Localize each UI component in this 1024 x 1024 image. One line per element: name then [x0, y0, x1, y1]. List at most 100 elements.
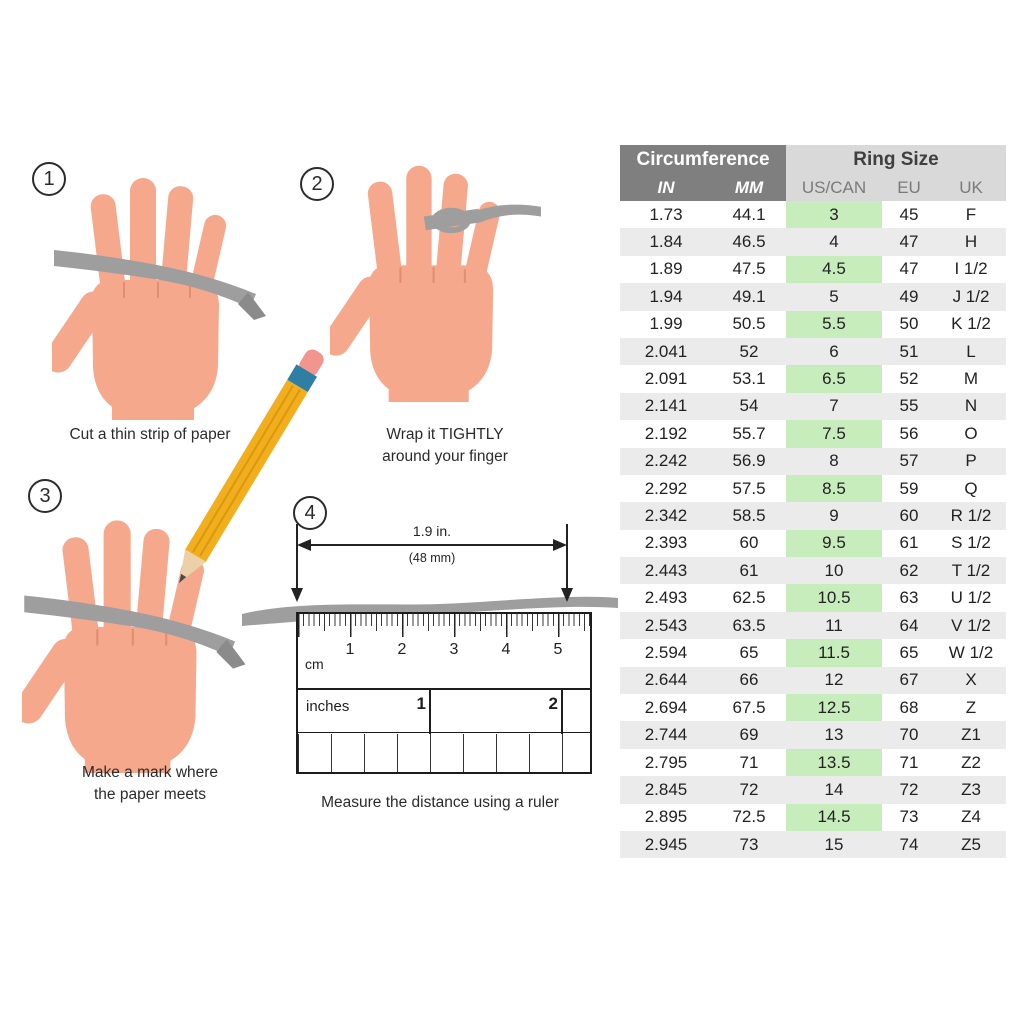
table-header: Circumference Ring Size IN MM US/CAN EU …: [620, 145, 1006, 201]
table-cell: I 1/2: [936, 255, 1006, 284]
table-cell: 63: [882, 584, 936, 612]
table-cell: 13: [786, 721, 882, 749]
table-cell: 57: [882, 447, 936, 475]
table-cell: 3: [786, 201, 882, 229]
table-cell: 1.94: [620, 283, 712, 311]
table-cell: 56: [882, 420, 936, 448]
table-cell: 7.5: [786, 420, 882, 448]
table-cell: K 1/2: [936, 310, 1006, 338]
table-cell: 74: [882, 830, 936, 859]
table-cell: 47: [882, 228, 936, 256]
table-cell: 2.443: [620, 557, 712, 585]
table-cell: 2.041: [620, 337, 712, 366]
table-cell: 46.5: [712, 228, 786, 256]
table-cell: 56.9: [712, 447, 786, 475]
ruler-inch-number: 2: [548, 694, 558, 713]
table-cell: 7: [786, 392, 882, 421]
table-cell: 1.84: [620, 228, 712, 256]
step-3-number: 3: [28, 479, 62, 513]
table-cell: 44.1: [712, 201, 786, 229]
ruler-inch-tick: [429, 688, 431, 734]
step-2-number: 2: [300, 167, 334, 201]
table-cell: 9.5: [786, 529, 882, 558]
table-cell: 5: [786, 283, 882, 311]
table-cell: O: [936, 420, 1006, 448]
paper-strip: [24, 595, 236, 657]
table-cell: 61: [882, 529, 936, 558]
table-cell: 51: [882, 337, 936, 366]
table-cell: 60: [882, 502, 936, 530]
table-cell: 60: [712, 529, 786, 558]
measurement-arrows: 1.9 in. (48 mm): [242, 523, 618, 626]
table-cell: 15: [786, 830, 882, 859]
column-header-uk: UK: [936, 174, 1006, 201]
table-cell: 52: [712, 337, 786, 366]
paper-strip-flat: [242, 596, 618, 626]
table-cell: 5.5: [786, 310, 882, 338]
table-cell: 72: [882, 776, 936, 804]
table-cell: 2.644: [620, 666, 712, 695]
ruler-cm-ticks: [298, 614, 590, 637]
table-cell: 12.5: [786, 694, 882, 722]
table-cell: 10: [786, 557, 882, 585]
table-cell: 61: [712, 557, 786, 585]
table-cell: 13.5: [786, 748, 882, 777]
table-cell: 2.694: [620, 694, 712, 722]
table-cell: 1.89: [620, 255, 712, 284]
table-cell: 8.5: [786, 474, 882, 503]
table-cell: W 1/2: [936, 639, 1006, 667]
table-cell: 54: [712, 392, 786, 421]
table-cell: N: [936, 392, 1006, 421]
ruler-cm-number: 3: [449, 641, 459, 658]
column-header-eu: EU: [882, 174, 936, 201]
table-cell: 57.5: [712, 474, 786, 503]
table-cell: 66: [712, 666, 786, 695]
table-cell: 2.543: [620, 611, 712, 640]
table-cell: 11.5: [786, 639, 882, 667]
table-cell: 2.242: [620, 447, 712, 475]
table-cell: Z2: [936, 748, 1006, 777]
table-cell: 2.192: [620, 420, 712, 448]
table-cell: 14: [786, 776, 882, 804]
table-cell: 2.744: [620, 721, 712, 749]
table-cell: 73: [712, 830, 786, 859]
table-cell: V 1/2: [936, 611, 1006, 640]
table-cell: 52: [882, 365, 936, 393]
ruler-cm-label: cm: [305, 656, 324, 672]
table-cell: 6.5: [786, 365, 882, 393]
table-cell: 62.5: [712, 584, 786, 612]
table-cell: 72: [712, 776, 786, 804]
table-cell: L: [936, 337, 1006, 366]
table-cell: 10.5: [786, 584, 882, 612]
table-cell: 2.493: [620, 584, 712, 612]
circumference-group-header: Circumference: [620, 145, 786, 174]
table-cell: 2.292: [620, 474, 712, 503]
table-cell: S 1/2: [936, 529, 1006, 558]
table-cell: 11: [786, 611, 882, 640]
table-cell: 72.5: [712, 803, 786, 831]
table-cell: 2.091: [620, 365, 712, 393]
ruler-cm-number: 1: [345, 641, 355, 658]
table-cell: 9: [786, 502, 882, 530]
step-4-number: 4: [293, 496, 327, 530]
table-cell: Z1: [936, 721, 1006, 749]
table-cell: 45: [882, 201, 936, 229]
table-cell: Z4: [936, 803, 1006, 831]
table-cell: 14.5: [786, 803, 882, 831]
step-4-caption: Measure the distance using a ruler: [321, 794, 559, 811]
table-cell: 8: [786, 447, 882, 475]
table-cell: Z5: [936, 830, 1006, 859]
table-cell: 49: [882, 283, 936, 311]
table-cell: 63.5: [712, 611, 786, 640]
